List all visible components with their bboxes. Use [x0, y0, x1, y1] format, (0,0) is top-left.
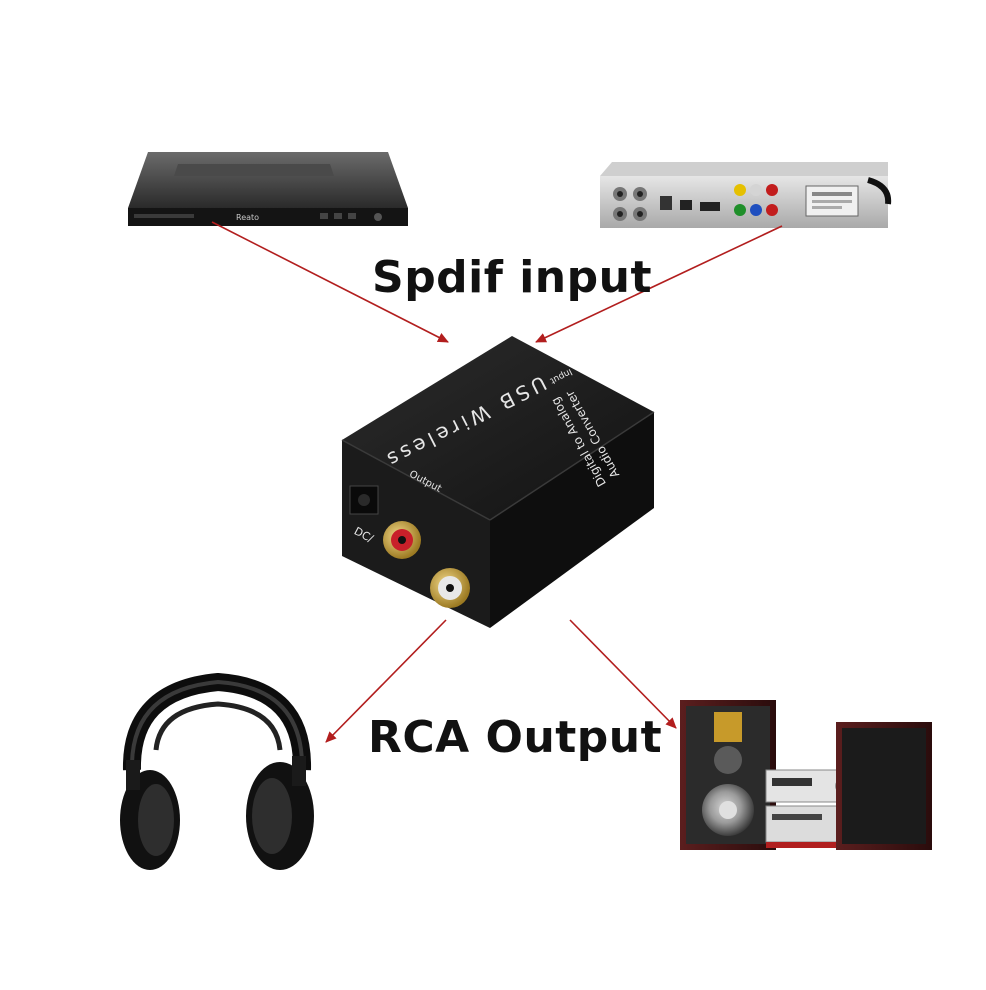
- arrow-stb-to-converter: [535, 225, 783, 343]
- dvd-brand-label: Reato: [236, 213, 259, 222]
- rca-output-caption: RCA Output: [368, 712, 663, 763]
- arrow-converter-to-headphones: [325, 619, 447, 743]
- speaker-system-image: [680, 700, 932, 850]
- dvd-player-image: Reato: [128, 152, 408, 226]
- arrow-converter-to-speakers: [569, 619, 677, 729]
- spdif-input-caption: Spdif input: [372, 252, 652, 303]
- rca-red-jack: [383, 521, 421, 559]
- dc-jack: [349, 485, 379, 515]
- arrow-dvd-to-converter: [211, 221, 449, 343]
- set-top-box-image: [600, 162, 892, 228]
- rca-white-jack: [430, 568, 470, 608]
- headphones-image: [120, 672, 314, 870]
- connection-arrows: [211, 221, 783, 743]
- dac-converter-image: USB Wireless Digital to Analog Audio Con…: [341, 336, 655, 628]
